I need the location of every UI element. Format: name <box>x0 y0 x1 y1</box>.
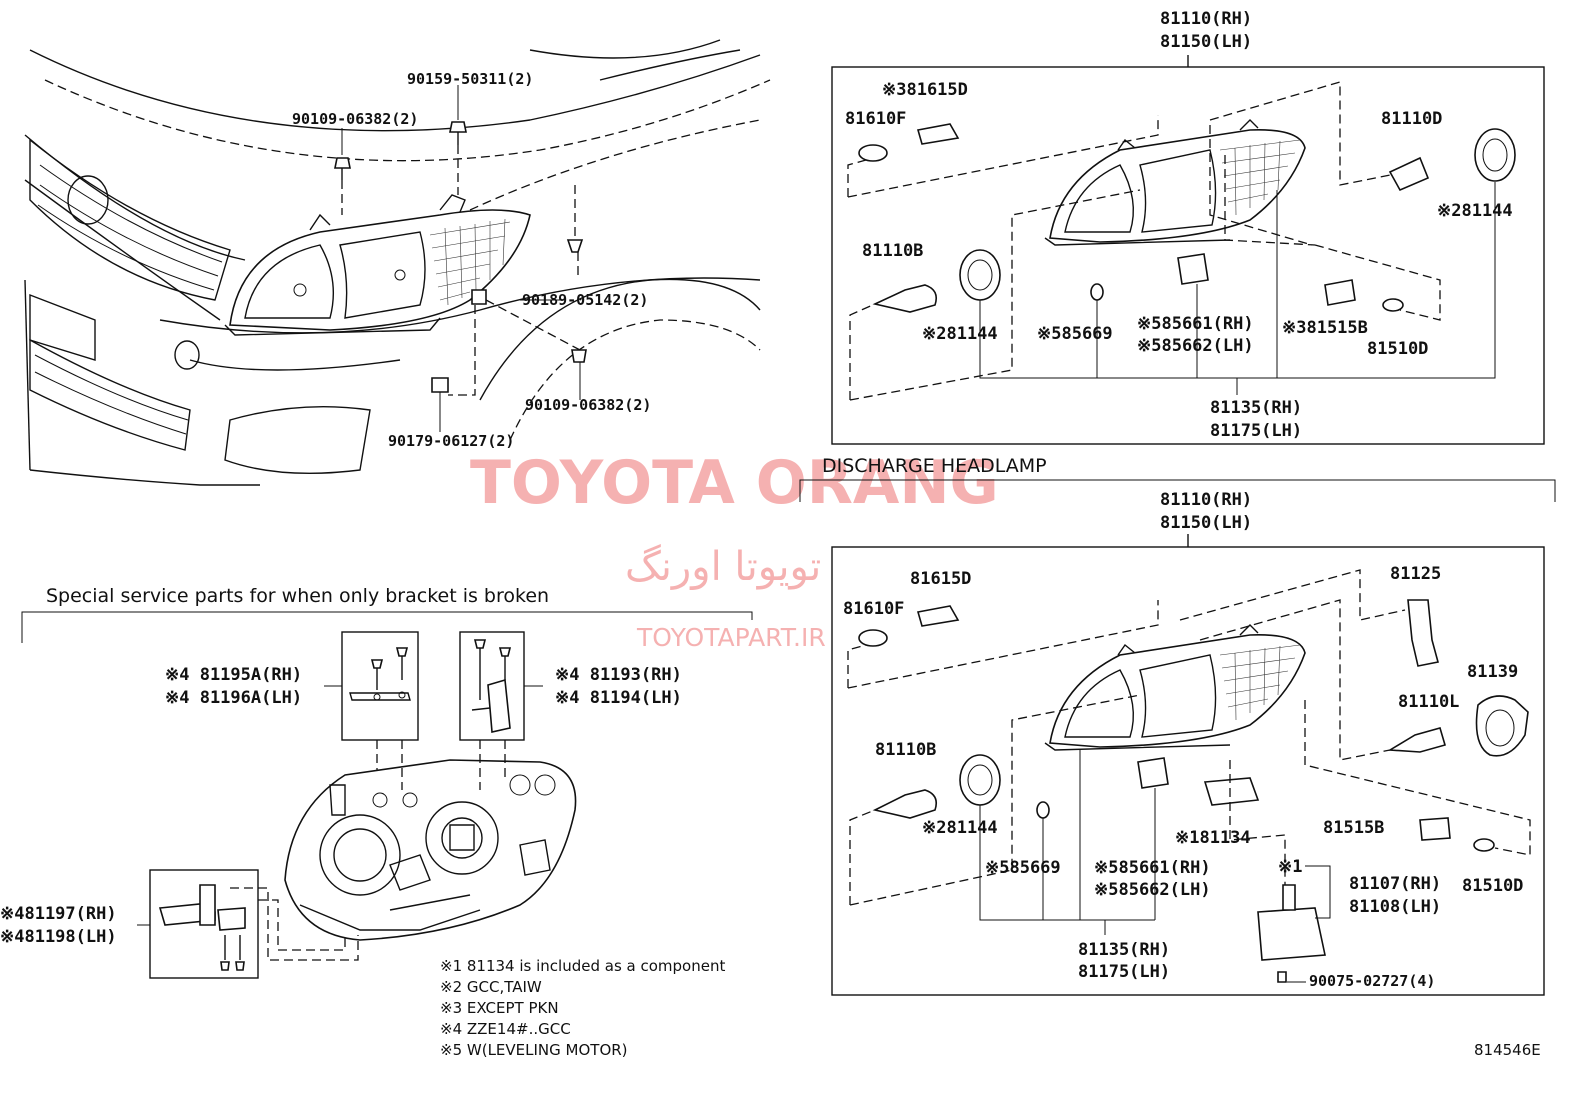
bracket-81193: ※4 81193(RH) <box>555 665 682 685</box>
bracket-81194: ※4 81194(LH) <box>555 688 682 708</box>
discharge-81125: 81125 <box>1390 564 1441 584</box>
footnote-4: ※4 ZZE14#..GCC <box>440 1020 571 1038</box>
discharge-title: DISCHARGE HEADLAMP <box>822 455 1047 477</box>
discharge-marker-1: ※1 <box>1278 857 1302 877</box>
footnote-1: ※1 81134 is included as a component <box>440 957 725 975</box>
part-label-90109-lower: 90109-06382(2) <box>525 396 651 414</box>
bracket-81198: ※481198(LH) <box>0 927 117 947</box>
halogen-unit-rh: 81135(RH) <box>1210 398 1302 418</box>
discharge-81615d: 81615D <box>910 569 971 589</box>
discharge-81134: ※181134 <box>1175 828 1251 848</box>
discharge-81515b: 81515B <box>1323 818 1384 838</box>
halogen-85662: ※585662(LH) <box>1137 336 1254 356</box>
discharge-81110l: 81110L <box>1398 692 1459 712</box>
discharge-81139: 81139 <box>1467 662 1518 682</box>
bracket-service-group <box>21 611 753 979</box>
discharge-81610f: 81610F <box>843 599 904 619</box>
part-label-90189: 90189-05142(2) <box>522 291 648 309</box>
halogen-81515b: ※381515B <box>1282 318 1368 338</box>
halogen-81615d: ※381615D <box>882 80 968 100</box>
watermark-persian: تویوتا اورنگ <box>625 544 821 590</box>
part-label-90179: 90179-06127(2) <box>388 432 514 450</box>
bracket-section-title: Special service parts for when only brac… <box>46 585 549 607</box>
part-label-90109-upper: 90109-06382(2) <box>292 110 418 128</box>
bracket-81195a: ※4 81195A(RH) <box>165 665 302 685</box>
discharge-85669: ※585669 <box>985 858 1061 878</box>
halogen-81110d: 81110D <box>1381 109 1442 129</box>
footnote-2: ※2 GCC,TAIW <box>440 978 542 996</box>
bracket-81196a: ※4 81196A(LH) <box>165 688 302 708</box>
part-label-90159: 90159-50311(2) <box>407 70 533 88</box>
discharge-81510d: 81510D <box>1462 876 1523 896</box>
halogen-81510d: 81510D <box>1367 339 1428 359</box>
discharge-81144: ※281144 <box>922 818 998 838</box>
figure-id: 814546E <box>1474 1041 1541 1059</box>
halogen-assy-lh: 81150(LH) <box>1160 32 1252 52</box>
halogen-headlamp-group <box>831 55 1545 445</box>
discharge-screw: 90075-02727(4) <box>1309 972 1435 990</box>
vehicle-front-view <box>24 39 771 486</box>
bracket-81197: ※481197(RH) <box>0 904 117 924</box>
discharge-headlamp-group <box>799 479 1556 996</box>
footnote-5: ※5 W(LEVELING MOTOR) <box>440 1041 628 1059</box>
discharge-ballast-rh: 81107(RH) <box>1349 874 1441 894</box>
discharge-81110b: 81110B <box>875 740 936 760</box>
halogen-assy-rh: 81110(RH) <box>1160 9 1252 29</box>
halogen-85669: ※585669 <box>1037 324 1113 344</box>
halogen-81110b: 81110B <box>862 241 923 261</box>
discharge-assy-lh: 81150(LH) <box>1160 513 1252 533</box>
discharge-85661: ※585661(RH) <box>1094 858 1211 878</box>
watermark-url: TOYOTAPART.IR <box>636 623 826 652</box>
discharge-ballast-lh: 81108(LH) <box>1349 897 1441 917</box>
halogen-85661: ※585661(RH) <box>1137 314 1254 334</box>
discharge-85662: ※585662(LH) <box>1094 880 1211 900</box>
halogen-81144-left: ※281144 <box>922 324 998 344</box>
halogen-81144-right: ※281144 <box>1437 201 1513 221</box>
discharge-unit-lh: 81175(LH) <box>1078 962 1170 982</box>
footnote-3: ※3 EXCEPT PKN <box>440 999 559 1017</box>
discharge-unit-rh: 81135(RH) <box>1078 940 1170 960</box>
discharge-assy-rh: 81110(RH) <box>1160 490 1252 510</box>
watermark-title: TOYOTA ORANG <box>470 448 999 518</box>
halogen-81610f: 81610F <box>845 109 906 129</box>
halogen-unit-lh: 81175(LH) <box>1210 421 1302 441</box>
footnotes: ※1 81134 is included as a component ※2 G… <box>440 957 725 1059</box>
